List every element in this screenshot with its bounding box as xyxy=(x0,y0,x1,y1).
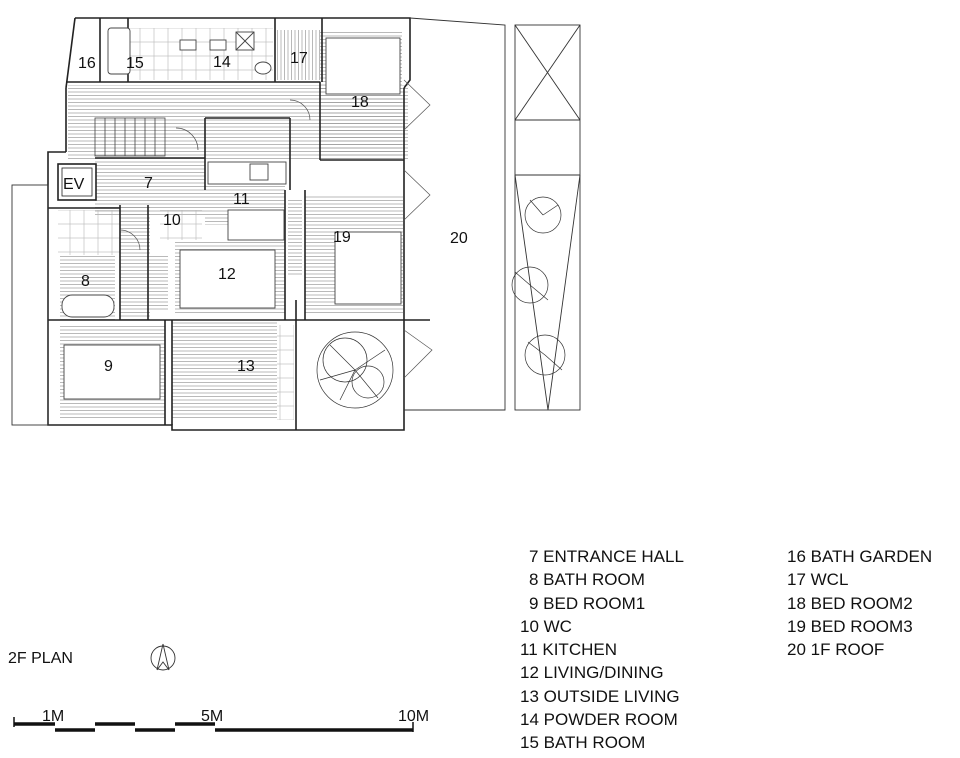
door-swings xyxy=(119,79,433,379)
outer-terraces xyxy=(11,17,581,426)
elevator-label: EV xyxy=(63,176,85,193)
furniture xyxy=(61,27,402,400)
room-number-12: 12 xyxy=(218,266,236,283)
room-number-7: 7 xyxy=(144,175,153,192)
room-number-20: 20 xyxy=(450,230,468,247)
legend-item: 8 BATH ROOM xyxy=(529,570,645,590)
legend-item: 19 BED ROOM3 xyxy=(787,616,913,636)
room-number-11: 11 xyxy=(233,191,250,208)
legend-item: 12 LIVING/DINING xyxy=(520,663,664,683)
room-number-labels: 7 8 9 10 11 12 13 14 15 16 17 18 19 20 xyxy=(78,50,468,375)
legend-item: 20 1F ROOF xyxy=(787,640,885,660)
legend-item: 10 WC xyxy=(520,616,572,636)
legend-item: 11 KITCHEN xyxy=(520,640,617,660)
room-number-16: 16 xyxy=(78,55,96,72)
room-number-13: 13 xyxy=(237,358,255,375)
scale-label-1m: 1M xyxy=(42,708,64,725)
room-number-9: 9 xyxy=(104,358,113,375)
legend-item: 14 POWDER ROOM xyxy=(520,710,678,730)
room-number-8: 8 xyxy=(81,273,90,290)
scale-bar xyxy=(13,717,414,732)
legend-item: 17 WCL xyxy=(787,570,849,590)
tree-garden xyxy=(316,196,566,409)
room-number-10: 10 xyxy=(163,212,181,229)
room-number-14: 14 xyxy=(213,54,231,71)
room-number-17: 17 xyxy=(290,50,308,67)
legend-item: 18 BED ROOM2 xyxy=(787,593,913,613)
legend-item: 7 ENTRANCE HALL xyxy=(529,547,684,566)
room-number-18: 18 xyxy=(351,94,369,111)
north-arrow-icon xyxy=(150,643,176,671)
legend-item: 9 BED ROOM1 xyxy=(529,593,646,613)
legend-item: 16 BATH GARDEN xyxy=(787,547,933,566)
plan-title: 2F PLAN xyxy=(8,650,73,667)
scale-label-5m: 5M xyxy=(201,708,223,725)
legend-item: 15 BATH ROOM xyxy=(520,733,646,753)
room-number-19: 19 xyxy=(333,229,351,246)
room-legend-right: 16 BATH GARDEN 17 WCL 18 BED ROOM2 19 BE… xyxy=(787,545,932,661)
elevator xyxy=(57,163,97,201)
scale-label-10m: 10M xyxy=(398,708,429,725)
legend-item: 13 OUTSIDE LIVING xyxy=(520,686,680,706)
staircase xyxy=(94,117,166,157)
walls xyxy=(47,17,430,431)
room-number-15: 15 xyxy=(126,55,144,72)
room-legend-left: 7 ENTRANCE HALL 8 BATH ROOM 9 BED ROOM1 … xyxy=(520,545,684,755)
